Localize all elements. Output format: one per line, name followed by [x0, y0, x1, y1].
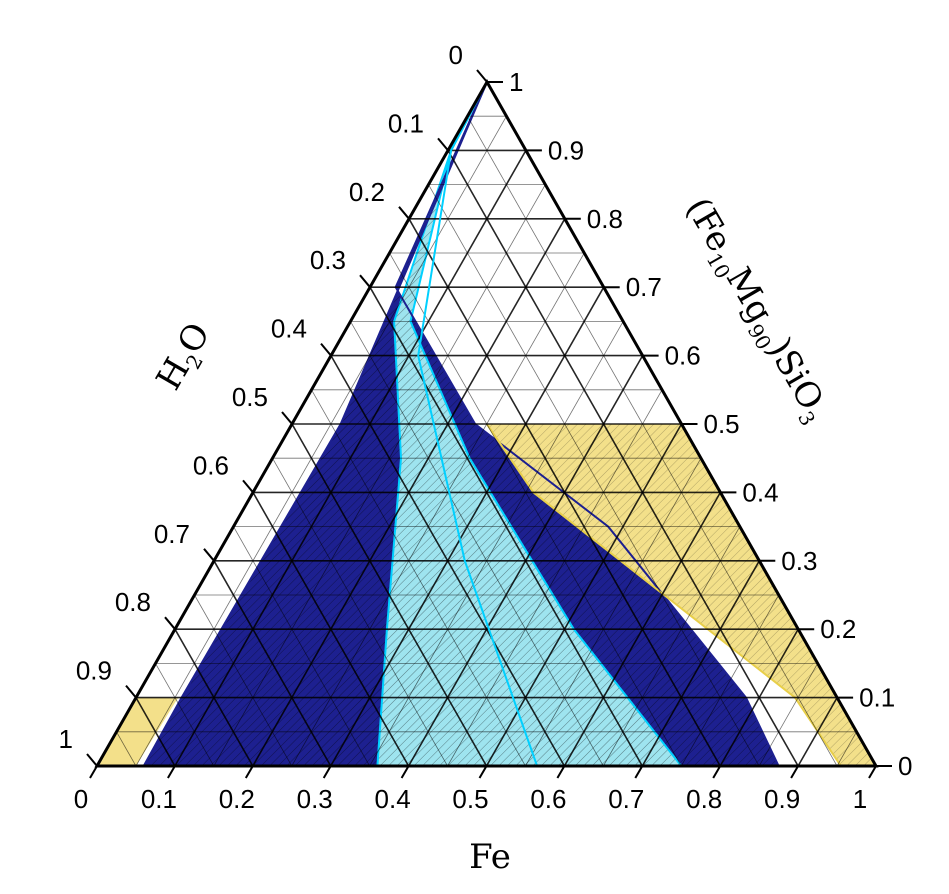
- grid-line: [213, 560, 332, 766]
- grid-line: [194, 594, 293, 766]
- left-tick: [125, 684, 137, 699]
- grid-line: [311, 389, 526, 766]
- right-tick-label: 0.8: [587, 204, 623, 234]
- bottom-tick-label: 0.3: [297, 784, 333, 814]
- left-tick: [203, 548, 215, 562]
- bottom-tick-label: 0.7: [608, 784, 644, 814]
- left-tick: [281, 411, 293, 425]
- grid-line: [408, 218, 721, 766]
- bottom-tick-label: 0.9: [764, 784, 800, 814]
- left-tick-label: 0.7: [154, 519, 190, 549]
- grid-line: [155, 663, 215, 766]
- grid-line: [330, 355, 566, 766]
- bottom-tick-label: 0.5: [452, 784, 488, 814]
- bottom-tick: [868, 765, 877, 779]
- left-tick-label: 0.2: [349, 177, 385, 207]
- left-tick-label: 0.4: [271, 314, 307, 344]
- bottom-tick-label: 0.4: [375, 784, 411, 814]
- grid-line: [447, 389, 663, 766]
- left-tick: [164, 616, 176, 630]
- cyan-mid-line: [417, 82, 539, 766]
- grid-line: [291, 423, 488, 766]
- bottom-tick: [89, 765, 98, 779]
- left-tick: [86, 753, 98, 767]
- bottom-tick-label: 0.2: [219, 784, 255, 814]
- bottom-tick-label: 0.6: [530, 784, 566, 814]
- bottom-tick: [556, 765, 566, 779]
- grid-line: [135, 116, 507, 766]
- bottom-tick-label: 0.8: [686, 784, 722, 814]
- grid-line: [252, 492, 410, 766]
- bottom-tick: [167, 765, 176, 779]
- left-tick: [359, 274, 371, 288]
- bottom-tick-label: 0.1: [141, 784, 177, 814]
- left-axis-title: H2O: [149, 316, 222, 399]
- bottom-tick: [712, 765, 722, 779]
- right-axis-title: (Fe10Mg90)SiO3: [674, 191, 837, 430]
- left-tick-label: 0: [449, 40, 463, 70]
- grid-line: [135, 697, 176, 766]
- bottom-tick: [790, 765, 799, 779]
- grid-line: [233, 526, 370, 766]
- right-tick-label: 0.6: [665, 341, 701, 371]
- tick-labels: 0 0 0 0.1 0.1 0.1 0.2 0.2 0.2 0.3 0.3 0.3 0.4 0.4 0.4 0…: [59, 40, 913, 814]
- left-tick: [437, 137, 449, 152]
- right-tick-label: 0.7: [626, 272, 662, 302]
- left-tick: [242, 479, 254, 494]
- grid-line: [758, 663, 818, 766]
- grid-line: [603, 526, 741, 766]
- bottom-tick-label: 0: [74, 784, 88, 814]
- grid-line: [467, 116, 838, 766]
- grid-line: [389, 252, 682, 766]
- grid-line: [428, 184, 760, 766]
- grid-line: [680, 594, 780, 766]
- left-tick: [320, 342, 332, 357]
- left-tick-label: 1: [59, 724, 73, 754]
- right-tick-label: 0.5: [704, 409, 740, 439]
- left-tick-label: 0.8: [115, 587, 151, 617]
- grid-line: [272, 458, 448, 766]
- bottom-tick: [244, 765, 254, 779]
- right-tick-label: 0: [898, 751, 912, 781]
- right-tick-label: 1: [509, 67, 523, 97]
- grid-line: [213, 184, 546, 766]
- right-tick-label: 0.2: [820, 614, 856, 644]
- right-tick-label: 0.1: [859, 683, 895, 713]
- right-tick-label: 0.4: [742, 477, 778, 507]
- grid-line: [291, 252, 585, 766]
- left-tick-label: 0.9: [76, 656, 112, 686]
- left-tick-label: 0.6: [193, 450, 229, 480]
- grid-line: [836, 731, 857, 766]
- left-tick-label: 0.5: [232, 382, 268, 412]
- tick-marks: [86, 69, 892, 779]
- bottom-tick: [478, 765, 488, 779]
- phase-curves: [417, 82, 539, 766]
- grid-line: [369, 321, 624, 766]
- grid-line: [174, 628, 254, 766]
- grid-line: [447, 150, 799, 766]
- left-tick: [476, 69, 488, 83]
- ternary-grid: [116, 115, 857, 766]
- bottom-tick: [400, 765, 410, 779]
- grid-line: [525, 458, 702, 766]
- left-tick-label: 0.3: [310, 245, 346, 275]
- grid-line: [116, 731, 137, 766]
- left-tick-label: 0.1: [388, 108, 424, 138]
- bottom-axis-title: Fe: [469, 837, 511, 877]
- bottom-tick: [634, 765, 644, 779]
- left-tick: [398, 206, 410, 220]
- bottom-tick-label: 1: [853, 784, 867, 814]
- grid-line: [369, 286, 643, 766]
- right-tick-label: 0.9: [548, 135, 584, 165]
- bottom-tick: [322, 765, 332, 779]
- right-tick-label: 0.3: [781, 546, 817, 576]
- grid-line: [350, 321, 604, 766]
